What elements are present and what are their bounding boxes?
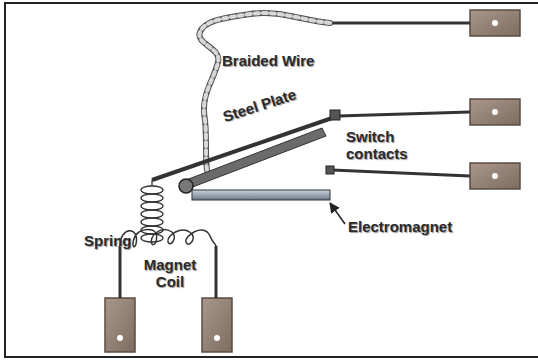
spring [141,180,163,242]
wire [120,23,470,298]
part-label: Steel Plate [221,85,298,125]
electromagnet-core [192,190,330,200]
part-label: Magnet Coil [138,256,202,290]
part-label: Switch contacts [346,128,424,162]
part-label: Braided Wire [222,52,314,69]
frame [5,3,538,357]
part-label: Spring [84,232,132,249]
part-label: Electromagnet [348,218,452,235]
contact [326,166,334,174]
leader-arrow [330,203,345,224]
terminal [105,10,520,352]
steel-plate [152,110,340,193]
braided-wire [199,13,330,170]
magnet-coil [120,230,216,247]
